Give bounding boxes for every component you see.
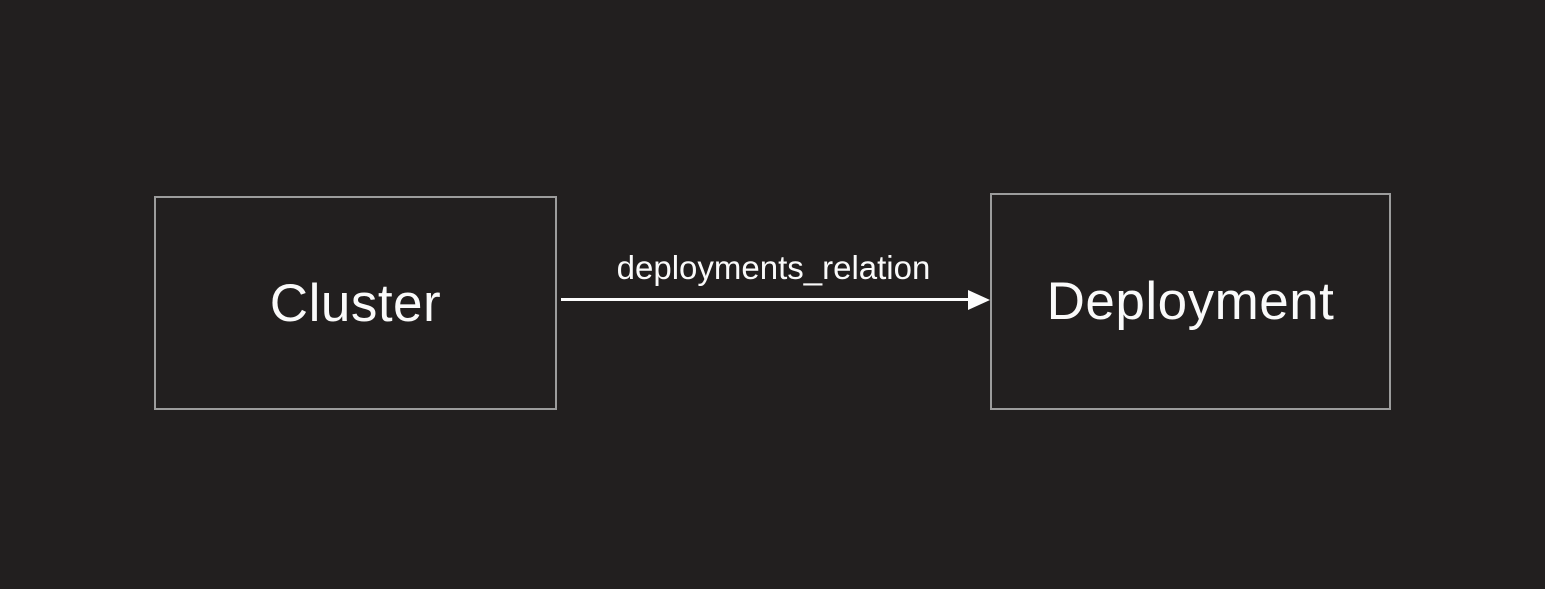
node-cluster-label: Cluster bbox=[269, 273, 442, 333]
node-deployment[interactable]: Deployment bbox=[990, 193, 1391, 410]
edge-deployments-relation-line[interactable] bbox=[561, 298, 969, 301]
edge-deployments-relation-label: deployments_relation bbox=[616, 249, 931, 286]
node-cluster[interactable]: Cluster bbox=[154, 196, 557, 410]
arrowhead-icon bbox=[968, 290, 990, 310]
node-deployment-label: Deployment bbox=[1046, 272, 1335, 331]
